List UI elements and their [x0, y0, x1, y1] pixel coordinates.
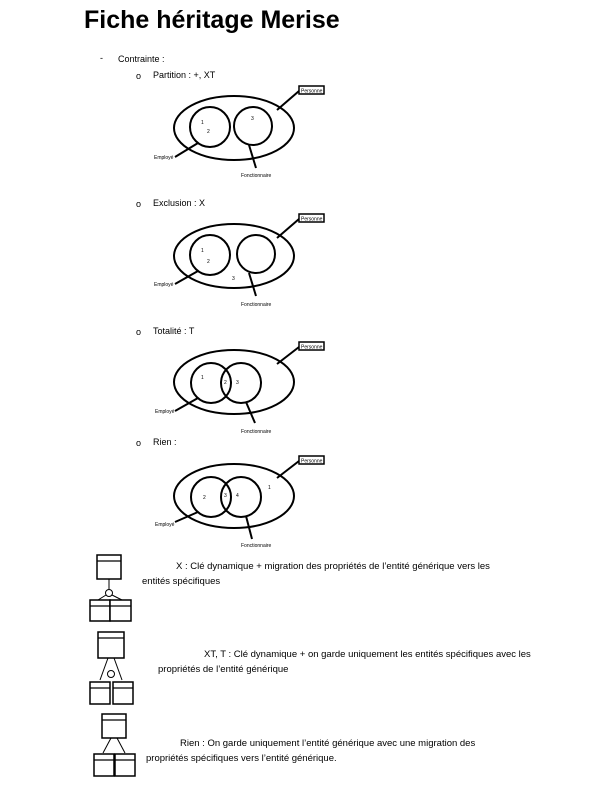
- fonctionnaire-circle: [233, 106, 273, 146]
- venn-partition: Personne Employé Fonctionnaire 1 2 3: [154, 85, 325, 179]
- region-number: 3: [236, 380, 239, 386]
- description-x-line2: entités spécifiques: [142, 576, 221, 587]
- description-x-line1: X : Clé dynamique + migration des propri…: [176, 561, 490, 572]
- fonctionnaire-connector: [245, 515, 253, 540]
- description-x: X : Clé dynamique + migration des propri…: [142, 559, 562, 589]
- employe-circle: [189, 234, 231, 276]
- personne-connector: [276, 460, 300, 479]
- fonctionnaire-label: Fonctionnaire: [241, 173, 272, 179]
- region-number: 1: [268, 485, 271, 491]
- region-number: 2: [207, 129, 210, 135]
- employe-label: Employé: [154, 282, 174, 288]
- personne-ellipse: [173, 463, 295, 529]
- sub-bullet: o: [136, 71, 142, 81]
- tree-xt-icon: [89, 631, 134, 705]
- fonctionnaire-connector: [248, 144, 257, 169]
- fonctionnaire-circle: [220, 476, 262, 518]
- personne-ellipse: [173, 95, 295, 161]
- employe-connector: [174, 511, 199, 523]
- region-number: 1: [201, 248, 204, 254]
- region-number: 1: [201, 375, 204, 381]
- description-rien-line1: Rien : On garde uniquement l’entité géné…: [180, 738, 476, 749]
- section-totalite-label: Totalité : T: [153, 326, 195, 336]
- fonctionnaire-label: Fonctionnaire: [241, 302, 272, 308]
- section-partition-label: Partition : +, XT: [153, 70, 216, 80]
- section-rien-label: Rien :: [153, 437, 177, 447]
- region-number: 1: [201, 120, 204, 126]
- personne-label: Personne: [301, 459, 323, 465]
- personne-connector: [276, 90, 300, 111]
- dash-bullet: -: [100, 53, 103, 63]
- venn-exclusion: Personne Employé Fonctionnaire 1 2 3: [154, 213, 325, 308]
- description-rien: Rien : On garde uniquement l’entité géné…: [146, 736, 566, 766]
- region-number: 3: [251, 116, 254, 122]
- sub-bullet: o: [136, 438, 142, 448]
- employe-connector: [174, 397, 199, 412]
- fonctionnaire-label: Fonctionnaire: [241, 543, 272, 549]
- employe-connector: [174, 142, 199, 158]
- personne-ellipse: [173, 349, 295, 415]
- personne-box: [298, 85, 325, 95]
- region-number: 3: [224, 493, 227, 499]
- employe-label: Employé: [154, 155, 174, 161]
- venn-totalite: Personne Employé Fonctionnaire 1 2 3: [155, 341, 325, 435]
- venn-rien: Personne Employé Fonctionnaire 2 3 4 1: [155, 455, 325, 549]
- fonctionnaire-circle: [220, 362, 262, 404]
- contrainte-heading: Contrainte :: [118, 54, 165, 64]
- region-number: 2: [203, 495, 206, 501]
- fonctionnaire-label: Fonctionnaire: [241, 429, 272, 435]
- description-xt-line2: propriétés de l’entité générique: [158, 664, 289, 675]
- employe-circle: [190, 476, 232, 518]
- personne-connector: [276, 346, 300, 365]
- personne-ellipse: [173, 223, 295, 289]
- personne-box: [298, 341, 325, 351]
- description-xt-line1: XT, T : Clé dynamique + on garde uniquem…: [204, 649, 531, 660]
- fonctionnaire-connector: [245, 401, 256, 424]
- sub-bullet: o: [136, 327, 142, 337]
- region-number: 4: [236, 493, 239, 499]
- tree-rien-icon: [93, 713, 136, 777]
- region-number: 2: [207, 259, 210, 265]
- region-number: 2: [224, 380, 227, 386]
- employe-connector: [174, 270, 199, 285]
- page-title: Fiche héritage Merise: [84, 6, 340, 34]
- personne-label: Personne: [301, 345, 323, 351]
- employe-circle: [190, 362, 232, 404]
- personne-box: [298, 213, 325, 223]
- region-number: 3: [232, 276, 235, 282]
- tree-x-icon: [89, 554, 132, 622]
- fonctionnaire-circle: [236, 234, 276, 274]
- personne-label: Personne: [301, 89, 323, 95]
- fonctionnaire-connector: [248, 272, 257, 297]
- sub-bullet: o: [136, 199, 142, 209]
- employe-label: Employé: [155, 409, 175, 415]
- section-exclusion-label: Exclusion : X: [153, 198, 206, 208]
- description-xt: XT, T : Clé dynamique + on garde uniquem…: [158, 647, 578, 677]
- personne-box: [298, 455, 325, 465]
- employe-label: Employé: [155, 522, 175, 528]
- employe-circle: [189, 106, 231, 148]
- personne-label: Personne: [301, 217, 323, 223]
- description-rien-line2: propriétés spécifiques vers l’entité gén…: [146, 753, 337, 764]
- personne-connector: [276, 218, 300, 239]
